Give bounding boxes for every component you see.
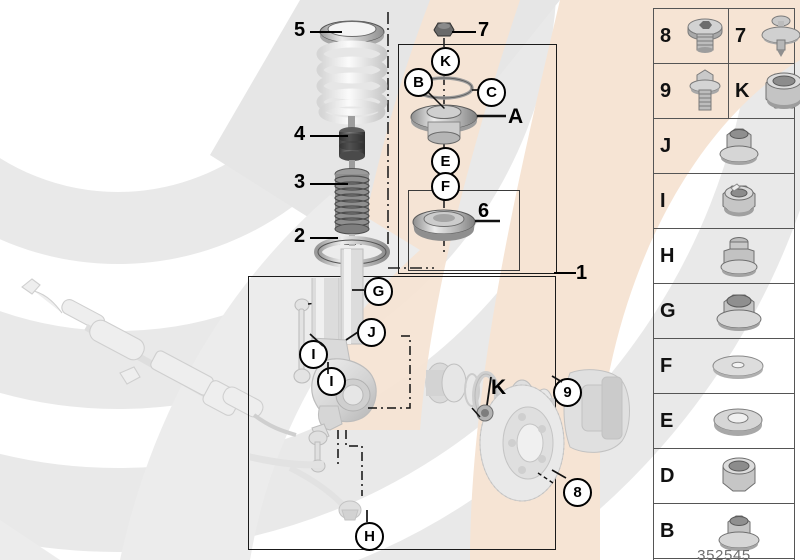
stepped-flange-nut-icon: [682, 229, 794, 283]
legend-label-D: D: [660, 464, 675, 487]
leader-4: [310, 135, 348, 138]
slotted-lock-nut-icon: [682, 174, 794, 228]
callout-letter-K-hub: K: [491, 376, 507, 399]
callout-2: 2: [294, 225, 306, 247]
legend-label-7: 7: [735, 24, 747, 47]
strut-mount-A: [410, 104, 478, 145]
legend-row: G: [654, 284, 794, 339]
wide-flange-hex-nut-icon: [682, 284, 794, 338]
callout-circle-9: 9: [553, 378, 582, 407]
callout-letter-A: A: [508, 105, 524, 128]
hex-flange-bolt-icon: [682, 64, 728, 118]
legend-label-B: B: [660, 519, 675, 542]
legend-cell-K[interactable]: K: [729, 64, 800, 118]
legend-label-F: F: [660, 354, 673, 377]
small-flange-nut-icon: [682, 504, 794, 558]
plastic-rivet-clip-icon: [757, 9, 800, 63]
legend-cell-9[interactable]: 9: [654, 64, 729, 118]
control-arm-link-H: [250, 453, 362, 521]
legend-cell-8[interactable]: 8: [654, 9, 729, 63]
callout-circle-B: B: [404, 68, 433, 97]
outer-kit-frame: [398, 44, 557, 274]
legend-row: 8 7: [654, 9, 800, 64]
legend-cell-G[interactable]: G: [654, 284, 794, 338]
drawing-part-number: 352545: [697, 547, 751, 560]
callout-4: 4: [294, 123, 306, 145]
hex-flange-nut-icon: [682, 119, 794, 173]
dust-boot-bellows: [334, 160, 370, 235]
legend-label-I: I: [660, 189, 666, 212]
legend-row: J: [654, 119, 794, 174]
leader-3: [310, 183, 348, 186]
legend-label-8: 8: [660, 24, 672, 47]
top-nut-7: [433, 22, 455, 37]
callout-circle-8: 8: [563, 478, 592, 507]
hub-nut-K: [471, 376, 494, 422]
domed-washer-icon: [682, 394, 794, 448]
legend-cell-D[interactable]: D: [654, 449, 794, 503]
legend-label-9: 9: [660, 79, 672, 102]
sway-bar-link-G: [293, 298, 327, 384]
flat-washer-icon: [682, 339, 794, 393]
callout-3: 3: [294, 171, 306, 193]
leader-5: [310, 31, 342, 34]
leader-1: [554, 272, 576, 275]
legend-cell-F[interactable]: F: [654, 339, 794, 393]
legend-cell-7[interactable]: 7: [729, 9, 800, 63]
leader-7: [452, 31, 476, 34]
legend-label-K: K: [735, 79, 750, 102]
legend-row: E: [654, 394, 794, 449]
flange-head-socket-bolt-icon: [682, 9, 728, 63]
callout-1: 1: [576, 262, 588, 284]
leader-2: [310, 237, 338, 240]
support-bearing-6: [412, 209, 500, 241]
legend-row: D: [654, 449, 794, 504]
legend-row: F: [654, 339, 794, 394]
steering-rack-ghost-illustration: [21, 278, 297, 437]
callout-5: 5: [294, 19, 306, 41]
legend-label-J: J: [660, 134, 672, 157]
legend-cell-B[interactable]: B: [654, 504, 794, 558]
legend-cell-E[interactable]: E: [654, 394, 794, 448]
callout-circle-C: C: [477, 78, 506, 107]
legend-label-H: H: [660, 244, 675, 267]
callout-circle-F: F: [431, 172, 460, 201]
legend-label-E: E: [660, 409, 674, 432]
callout-connector-lines: [309, 289, 567, 522]
callout-6: 6: [478, 200, 490, 222]
coil-spring: [316, 40, 388, 125]
callout-circle-H: H: [355, 522, 384, 551]
callout-circle-G: G: [364, 277, 393, 306]
lower-kit-frame: [408, 190, 520, 271]
legend-cell-H[interactable]: H: [654, 229, 794, 283]
legend-label-G: G: [660, 299, 676, 322]
legend-cell-J[interactable]: J: [654, 119, 794, 173]
callout-7: 7: [478, 19, 490, 41]
callout-circle-I-upper: I: [299, 340, 328, 369]
tall-hex-nut-icon: [682, 449, 794, 503]
legend-row: B: [654, 504, 794, 559]
strut-body-illustration: [340, 248, 364, 345]
callout-circle-J: J: [357, 318, 386, 347]
legend-row: I: [654, 174, 794, 229]
kit-boundary-dash-dot-line-2: [388, 267, 434, 269]
legend-row: 9 K: [654, 64, 800, 119]
brake-disc: [479, 384, 565, 502]
legend-cell-I[interactable]: I: [654, 174, 794, 228]
large-hex-collar-nut-icon: [757, 64, 800, 118]
hardware-legend-panel: 8 7: [653, 8, 800, 560]
strut-mount-kit-illustration: [410, 22, 506, 252]
callout-circle-I-lower: I: [317, 367, 346, 396]
wheel-bearing-stack: [425, 362, 500, 421]
legend-row: H: [654, 229, 794, 284]
callout-circle-K-top: K: [431, 47, 460, 76]
